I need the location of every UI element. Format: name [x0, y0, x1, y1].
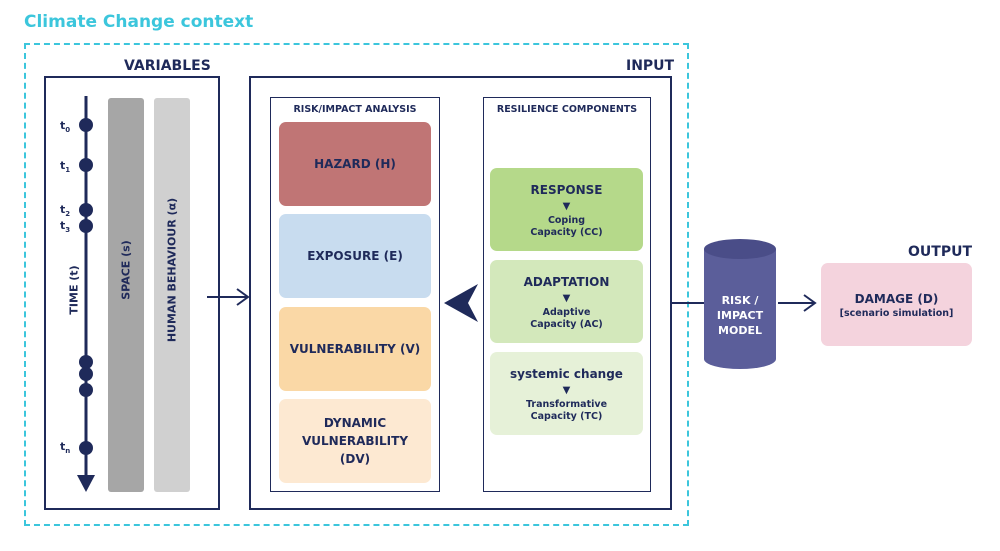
time-axis: [77, 96, 95, 492]
hazard-card: HAZARD (H): [279, 122, 431, 206]
vulnerability-label: VULNERABILITY (V): [289, 342, 421, 356]
time-label: TIME (t): [67, 265, 81, 315]
damage-sub: [scenario simulation]: [839, 307, 954, 319]
space-bar: [108, 98, 144, 492]
context-title: Climate Change context: [24, 12, 254, 32]
behaviour-label: HUMAN BEHAVIOUR (α): [165, 197, 179, 343]
time-point: [79, 383, 93, 397]
time-point: [79, 203, 93, 217]
dynamic-vulnerability-label: DYNAMIC VULNERABILITY (DV): [301, 416, 409, 466]
adaptation-label: ADAPTATION: [523, 274, 610, 289]
response-card: RESPONSE ▼ Coping Capacity (CC): [490, 168, 643, 251]
damage-card: DAMAGE (D) [scenario simulation]: [821, 263, 972, 346]
adaptation-sub: Adaptive Capacity (AC): [530, 306, 603, 330]
variables-title: VARIABLES: [124, 58, 211, 74]
response-down-arrow-icon: ▼: [562, 200, 571, 212]
dynamic-vulnerability-card: DYNAMIC VULNERABILITY (DV): [279, 399, 431, 483]
response-sub: Coping Capacity (CC): [530, 214, 603, 238]
input-panel: [249, 76, 672, 510]
response-label: RESPONSE: [530, 182, 603, 197]
adaptation-down-arrow-icon: ▼: [562, 292, 571, 304]
input-title: INPUT: [626, 58, 675, 74]
risk-analysis-title: RISK/IMPACT ANALYSIS: [293, 104, 417, 115]
context-boundary: [24, 43, 689, 526]
tick-t2: t2: [60, 203, 71, 219]
hazard-label: HAZARD (H): [314, 157, 396, 171]
space-label: SPACE (s): [119, 240, 133, 300]
arrow-model-to-output: [778, 294, 817, 312]
output-title: OUTPUT: [908, 244, 972, 260]
tick-t3: t3: [60, 219, 71, 235]
time-axis-arrowhead: [77, 475, 95, 492]
adaptation-card: ADAPTATION ▼ Adaptive Capacity (AC): [490, 260, 643, 343]
damage-label: DAMAGE (D): [854, 291, 939, 306]
resilience-title: RESILIENCE COMPONENTS: [496, 104, 638, 115]
vulnerability-card: VULNERABILITY (V): [279, 307, 431, 391]
model-cylinder: [704, 239, 776, 369]
resilience-to-risk-arrowhead: [444, 284, 478, 322]
time-point: [79, 118, 93, 132]
systemic-change-label: systemic change: [510, 366, 623, 381]
time-point: [79, 355, 93, 369]
time-point: [79, 441, 93, 455]
time-point: [79, 158, 93, 172]
resilience-panel: [483, 97, 651, 492]
systemic-change-sub: Transformative Capacity (TC): [525, 398, 608, 422]
connector-input-to-model: [670, 302, 706, 304]
systemic-change-down-arrow-icon: ▼: [562, 384, 571, 396]
behaviour-bar: [154, 98, 190, 492]
time-point: [79, 219, 93, 233]
risk-analysis-panel: [270, 97, 440, 492]
tick-t0: t0: [60, 119, 71, 135]
model-label: RISK / IMPACT MODEL: [716, 294, 764, 337]
systemic-change-card: systemic change ▼ Transformative Capacit…: [490, 352, 643, 435]
exposure-label: EXPOSURE (E): [307, 249, 403, 263]
time-point: [79, 367, 93, 381]
arrow-variables-to-input: [207, 288, 250, 306]
variables-panel: [44, 76, 220, 510]
tick-t1: t1: [60, 159, 71, 175]
exposure-card: EXPOSURE (E): [279, 214, 431, 298]
tick-tn: tn: [60, 440, 71, 456]
